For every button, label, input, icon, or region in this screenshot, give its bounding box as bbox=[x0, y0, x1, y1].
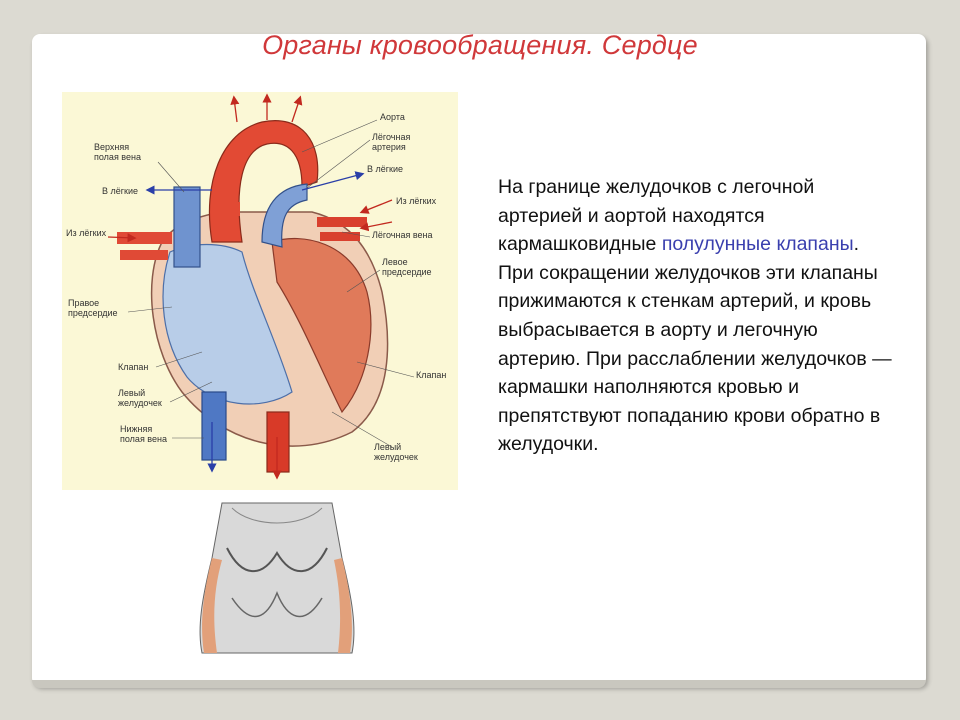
label-valve-right: Клапан bbox=[416, 370, 447, 380]
label-to-lungs-right: В лёгкие bbox=[367, 164, 404, 174]
slide-bottom-shadow bbox=[32, 680, 926, 688]
label-pulmonary-vein: Лёгочная вена bbox=[372, 230, 433, 240]
body-text: На границе желудочков с легочной артерие… bbox=[498, 173, 898, 459]
label-right-ventricle: Левый желудочек bbox=[118, 388, 162, 408]
label-superior-vena-cava: Верхняя полая вена bbox=[94, 142, 141, 162]
body-text-part1: На границе желудочков с легочной артерие… bbox=[498, 176, 815, 256]
label-from-lungs-left: Из лёгких bbox=[66, 228, 107, 238]
label-valve-left: Клапан bbox=[118, 362, 149, 372]
body-text-highlight: полулунные клапаны bbox=[661, 233, 854, 256]
semilunar-valve-illustration bbox=[192, 498, 362, 658]
label-inferior-vena-cava: Нижняя полая вена bbox=[120, 424, 167, 444]
label-left-ventricle: Левый желудочек bbox=[374, 442, 418, 462]
slide-title: Органы кровообращения. Сердце bbox=[262, 30, 698, 60]
heart-diagram: Аорта Лёгочная артерия В лёгкие Из лёгки… bbox=[62, 92, 458, 490]
label-right-atrium: Правое предсердие bbox=[68, 298, 118, 318]
label-pulmonary-artery: Лёгочная артерия bbox=[372, 132, 411, 152]
label-aorta: Аорта bbox=[380, 112, 405, 122]
body-text-part2: . При сокращении желудочков эти клапаны … bbox=[498, 233, 892, 456]
label-to-lungs-left: В лёгкие bbox=[102, 186, 139, 196]
label-from-lungs-right: Из лёгких bbox=[396, 196, 437, 206]
heart-illustration bbox=[107, 93, 415, 480]
label-left-atrium: Левое предсердие bbox=[382, 257, 432, 277]
